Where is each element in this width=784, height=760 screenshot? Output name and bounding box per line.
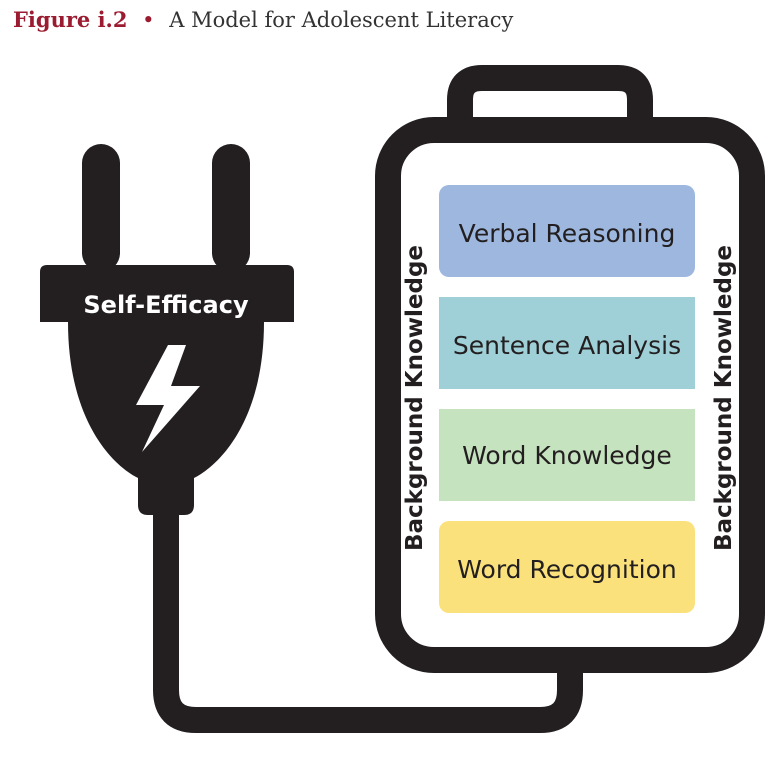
lightning-bolt-icon xyxy=(136,345,200,452)
side-label-left: Background Knowledge xyxy=(402,245,428,551)
layer-sentence-analysis: Sentence Analysis xyxy=(439,297,695,389)
layer-word-knowledge-fill xyxy=(439,409,695,501)
plug-prong-left xyxy=(82,144,120,272)
layer-sentence-analysis-label: Sentence Analysis xyxy=(453,331,681,360)
layer-word-knowledge-label: Word Knowledge xyxy=(462,441,672,470)
power-cord xyxy=(153,505,583,733)
layer-word-recognition-label: Word Recognition xyxy=(457,555,676,584)
side-label-right: Background Knowledge xyxy=(711,245,737,551)
battery-terminal xyxy=(447,65,653,130)
figure-title: A Model for Adolescent Literacy xyxy=(169,8,514,32)
figure-caption: Figure i.2 • A Model for Adolescent Lite… xyxy=(13,7,513,32)
caption-bullet: • xyxy=(142,8,155,32)
figure-label: Figure i.2 xyxy=(13,7,128,32)
layer-word-knowledge: Word Knowledge xyxy=(439,409,695,501)
layer-sentence-analysis-fill xyxy=(439,297,695,389)
layer-verbal-reasoning: Verbal Reasoning xyxy=(439,185,695,277)
layer-verbal-reasoning-label: Verbal Reasoning xyxy=(459,219,676,248)
plug-prong-right xyxy=(212,144,250,272)
plug-label: Self-Efficacy xyxy=(83,291,249,319)
layer-verbal-reasoning-fill xyxy=(439,185,695,277)
layer-word-recognition-fill xyxy=(439,521,695,613)
layer-word-recognition: Word Recognition xyxy=(439,521,695,613)
